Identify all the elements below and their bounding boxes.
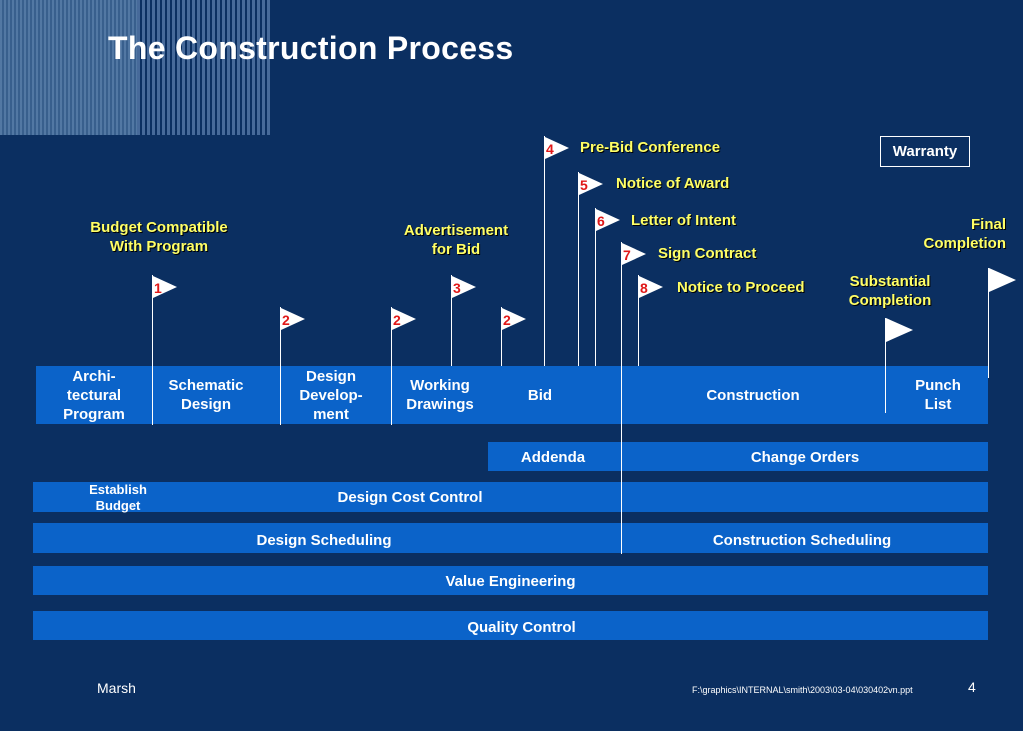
design-scheduling-label: Design Scheduling bbox=[256, 532, 392, 549]
phase-bar bbox=[36, 366, 988, 424]
milestone-6-flag-icon bbox=[596, 209, 620, 231]
milestone-6-pole bbox=[595, 208, 596, 366]
value-engineering-label: Value Engineering bbox=[445, 573, 576, 590]
sign-contract-label: Sign Contract bbox=[658, 245, 757, 262]
quality-control-label: Quality Control bbox=[467, 619, 576, 636]
milestone-4-flag-icon bbox=[545, 137, 569, 159]
substantial-completion-pole bbox=[885, 318, 886, 413]
milestone-2a-flag-icon bbox=[281, 308, 305, 330]
milestone-6-number: 6 bbox=[597, 213, 605, 229]
milestone-2b-number: 2 bbox=[393, 312, 401, 328]
milestone-1-pole bbox=[152, 275, 153, 425]
milestone-1-flag-icon bbox=[153, 276, 177, 298]
decorative-corner-blocks bbox=[0, 0, 270, 135]
milestone-8-number: 8 bbox=[640, 280, 648, 296]
milestone-2a-number: 2 bbox=[282, 312, 290, 328]
notice-to-proceed-label: Notice to Proceed bbox=[677, 279, 805, 296]
footer-author: Marsh bbox=[97, 680, 136, 696]
milestone-3-pole bbox=[451, 275, 452, 366]
pre-bid-conference-label: Pre-Bid Conference bbox=[580, 139, 721, 156]
milestone-2b-pole bbox=[391, 307, 392, 425]
phase-construction: Construction bbox=[706, 386, 800, 404]
milestone-3-number: 3 bbox=[453, 280, 461, 296]
final-completion-pole bbox=[988, 268, 989, 378]
page-title: The Construction Process bbox=[108, 30, 514, 66]
milestone-2a-pole bbox=[280, 307, 281, 425]
milestone-2b-flag-icon bbox=[392, 308, 416, 330]
milestone-2c-pole bbox=[501, 307, 502, 366]
change-orders-label: Change Orders bbox=[750, 449, 860, 466]
scheduling-bar bbox=[33, 523, 988, 553]
phase-bid: Bid bbox=[527, 386, 553, 404]
addenda-label: Addenda bbox=[520, 449, 586, 466]
final-completion-flag-icon bbox=[989, 268, 1016, 292]
footer-file-path: F:\graphics\INTERNAL\smith\2003\03-04\03… bbox=[692, 685, 913, 695]
milestone-7-number: 7 bbox=[623, 247, 631, 263]
design-cost-control-bar bbox=[33, 482, 988, 512]
milestone-3-flag-icon bbox=[452, 276, 476, 298]
milestone-8-flag-icon bbox=[639, 276, 663, 298]
construction-scheduling-label: Construction Scheduling bbox=[712, 532, 892, 549]
milestone-2c-flag-icon bbox=[502, 308, 526, 330]
substantial-completion-flag-icon bbox=[886, 318, 913, 342]
milestone-7-flag-icon bbox=[622, 243, 646, 265]
milestone-8-pole bbox=[638, 275, 639, 366]
milestone-4-number: 4 bbox=[546, 141, 554, 157]
design-cost-control-label: Design Cost Control bbox=[337, 489, 483, 506]
milestone-2c-number: 2 bbox=[503, 312, 511, 328]
milestone-4-pole bbox=[544, 136, 545, 366]
milestone-5-pole bbox=[578, 172, 579, 366]
milestone-7-pole bbox=[621, 242, 622, 554]
milestone-5-number: 5 bbox=[580, 177, 588, 193]
notice-of-award-label: Notice of Award bbox=[616, 175, 730, 192]
value-engineering-bar bbox=[33, 566, 988, 595]
milestone-1-number: 1 bbox=[154, 280, 162, 296]
warranty-box: Warranty bbox=[880, 136, 970, 167]
quality-control-bar bbox=[33, 611, 988, 640]
letter-of-intent-label: Letter of Intent bbox=[631, 212, 736, 229]
footer-page-number: 4 bbox=[968, 679, 976, 695]
milestone-5-flag-icon bbox=[579, 173, 603, 195]
addenda-change-orders-bar bbox=[488, 442, 988, 471]
